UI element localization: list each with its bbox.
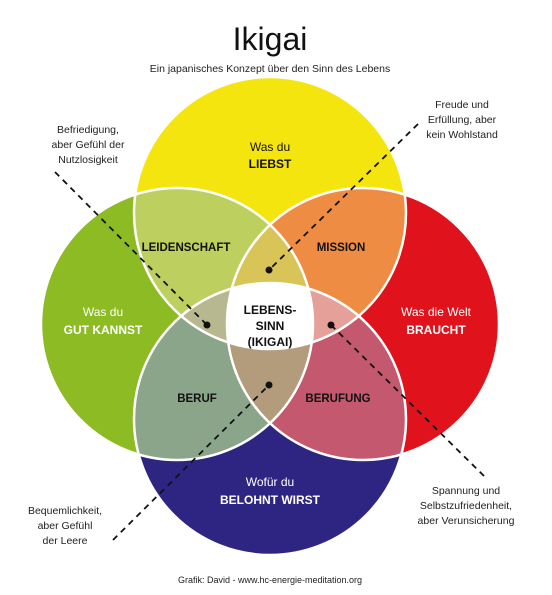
label-right-line1: Was die Welt — [401, 305, 472, 319]
note-bottom-left-line3: der Leere — [43, 535, 88, 547]
dashed-line-bottom-left — [112, 384, 270, 541]
note-bottom-right-line2: Selbstzufriedenheit, — [420, 500, 512, 512]
label-left-line2: GUT KANNST — [64, 323, 143, 337]
credit-text: Grafik: David - www.hc-energie-meditatio… — [178, 575, 362, 585]
marker-dot-left — [203, 321, 211, 329]
note-bottom-left-line2: aber Gefühl — [38, 520, 93, 532]
dashed-line-top-left — [54, 171, 206, 324]
note-top-left-line1: Befriedigung, — [57, 124, 119, 136]
label-right-line2: BRAUCHT — [406, 323, 466, 337]
page-subtitle: Ein japanisches Konzept über den Sinn de… — [150, 63, 391, 75]
dashed-line-top-right — [268, 123, 419, 271]
label-leidenschaft: LEIDENSCHAFT — [142, 242, 231, 254]
label-top-line2: LIEBST — [249, 157, 292, 171]
label-bottom-line1: Wofür du — [246, 475, 294, 489]
note-top-left-line3: Nutzlosigkeit — [58, 154, 118, 166]
dashed-lines — [54, 123, 485, 541]
marker-dot-right — [327, 321, 335, 329]
note-bottom-right-line3: aber Verunsicherung — [418, 515, 515, 527]
note-bottom-right-line1: Spannung und — [432, 485, 500, 497]
marker-dot-bottom — [265, 381, 273, 389]
note-top-left-line2: aber Gefühl der — [52, 139, 125, 151]
marker-dot-top — [265, 266, 273, 274]
label-left-line1: Was du — [83, 305, 123, 319]
center-line1: LEBENS- — [244, 303, 297, 317]
label-bottom-line2: BELOHNT WIRST — [220, 493, 321, 507]
center-line2: SINN — [256, 319, 285, 333]
label-berufung: BERUFUNG — [305, 393, 370, 405]
page-title: Ikigai — [233, 21, 308, 57]
note-top-right-line2: Erfüllung, aber — [428, 114, 497, 126]
dashed-line-bottom-right — [330, 324, 485, 477]
circle-outlines — [39, 75, 501, 557]
label-beruf: BERUF — [177, 393, 217, 405]
note-top-right-line1: Freude und — [435, 99, 489, 111]
note-bottom-left-line1: Bequemlichkeit, — [28, 505, 102, 517]
note-top-right-line3: kein Wohlstand — [426, 129, 498, 141]
center-line3: (IKIGAI) — [248, 335, 293, 349]
label-mission: MISSION — [317, 242, 366, 254]
label-top-line1: Was du — [250, 140, 290, 154]
